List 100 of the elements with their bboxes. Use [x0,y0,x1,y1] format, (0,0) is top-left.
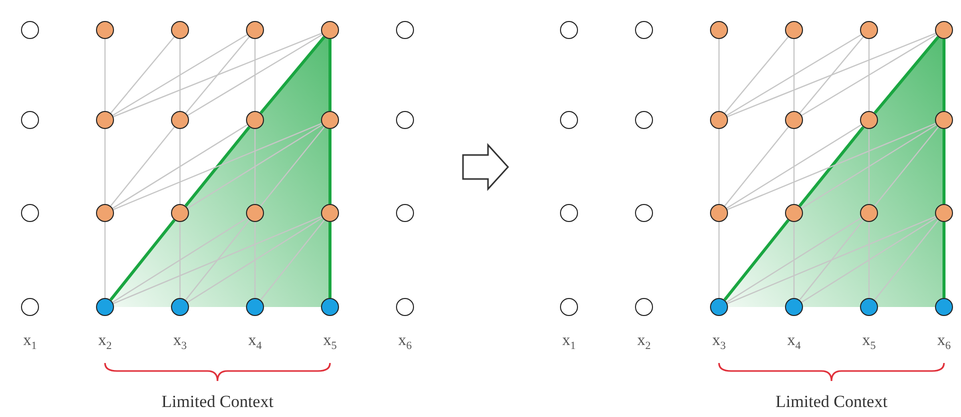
connector-line [113,122,322,210]
connector-line [254,129,256,204]
neuron-circle [96,111,114,129]
connector-line [187,34,323,116]
connector-line [112,217,248,303]
connector-line [724,126,789,206]
connector-line [187,217,323,303]
neuron-circle [560,204,578,222]
connector-line [179,222,181,298]
connector-line [104,129,106,204]
input-label: x$_{1}$ [23,332,37,354]
highlight-line [942,39,946,111]
input-label: x$_{5}$ [862,332,876,354]
connector-line [799,220,864,300]
connector-line [260,126,325,206]
input-label: x$_{4}$ [248,332,262,354]
context-label: Limited Context [162,393,274,411]
connector-line [801,124,937,209]
neuron-circle [635,111,653,129]
neuron-circle [860,298,878,316]
neuron-circle [396,204,414,222]
neuron-circle [171,204,189,222]
connector-line [113,32,322,118]
neuron-circle [785,111,803,129]
input-label: x$_{3}$ [712,332,726,354]
neuron-circle [935,204,953,222]
highlight-line [874,36,940,114]
highlight-line [184,126,251,207]
connector-line [868,129,870,204]
connector-line [793,129,795,204]
neuron-circle [860,21,878,39]
connector-line [179,129,181,204]
highlight-line [328,222,332,298]
neuron-circle [171,21,189,39]
neuron-circle [396,111,414,129]
connector-line [727,216,936,304]
connector-line [185,220,250,300]
neuron-circle [935,111,953,129]
neuron-circle [321,298,339,316]
connector-line [718,129,720,204]
highlight-line [942,222,946,298]
neuron-circle [560,111,578,129]
neuron-circle [396,21,414,39]
neuron-circle [21,111,39,129]
connector-line [179,39,181,111]
neuron-circle [860,111,878,129]
connector-line [104,39,106,111]
context-label: Limited Context [776,393,888,411]
neuron-circle [560,21,578,39]
highlight-line [328,39,332,111]
connector-line [868,39,870,111]
neuron-circle [21,21,39,39]
neuron-circle [321,111,339,129]
input-label: x$_{3}$ [173,332,187,354]
neuron-circle [635,21,653,39]
connector-line [718,39,720,111]
connector-line [110,36,175,114]
connector-line [801,34,937,116]
neuron-circle [935,21,953,39]
neuron-circle [171,111,189,129]
neuron-circle [321,204,339,222]
connector-line [727,122,936,210]
neuron-circle [785,204,803,222]
input-label: x$_{2}$ [98,332,112,354]
neuron-circle [710,298,728,316]
connector-line [113,216,322,304]
connector-line [260,220,325,300]
neuron-circle [785,298,803,316]
highlight-line [328,129,332,204]
neuron-circle [246,298,264,316]
connector-line [110,126,175,206]
connector-line [799,36,864,114]
input-label: x$_{6}$ [937,332,951,354]
neuron-circle [96,21,114,39]
connector-line [726,34,862,116]
highlight-line [723,219,790,301]
connector-line [724,36,789,114]
neuron-circle [935,298,953,316]
neuron-circle [246,21,264,39]
neuron-circle [96,298,114,316]
highlight-line [260,36,326,114]
connector-line [187,124,323,209]
connector-line [874,220,939,300]
connector-line [254,39,256,111]
highlight-line [798,126,865,207]
neuron-circle [396,298,414,316]
neuron-circle [21,298,39,316]
connector-line [726,124,862,209]
connector-line [726,217,862,303]
input-label: x$_{1}$ [562,332,576,354]
neuron-circle [710,21,728,39]
connector-line [793,39,795,111]
connector-line [112,34,248,116]
neuron-circle [21,204,39,222]
connector-line [104,222,106,298]
connector-line [793,222,795,298]
input-label: x$_{4}$ [787,332,801,354]
neuron-circle [710,204,728,222]
connector-line [718,222,720,298]
input-label: x$_{5}$ [323,332,337,354]
